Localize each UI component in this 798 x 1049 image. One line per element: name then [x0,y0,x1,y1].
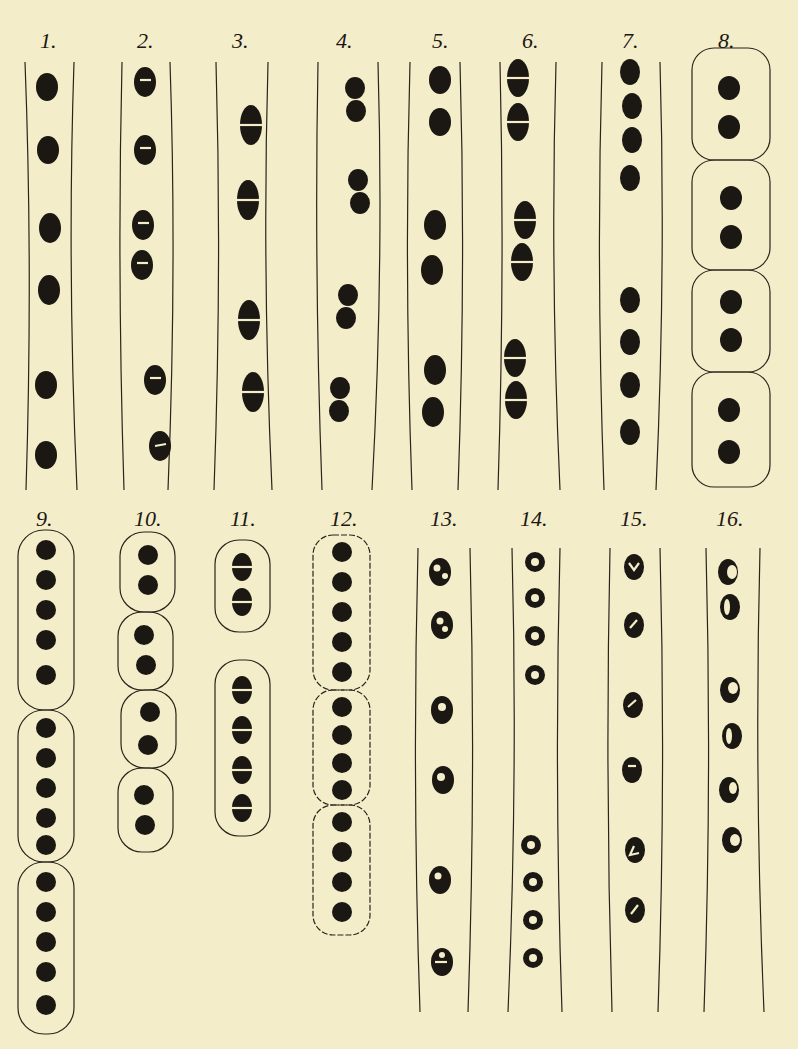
figure-label: 14. [520,506,548,532]
figure-number: 7. [622,28,639,53]
figure-number: 3. [232,28,249,53]
figure-label: 15. [620,506,648,532]
figure-label: 1. [40,28,57,54]
figure-label: 4. [336,28,353,54]
figure-label: 10. [134,506,162,532]
figure-number: 10. [134,506,162,531]
figure-number: 12. [330,506,358,531]
figure-number: 5. [432,28,449,53]
figure-number: 4. [336,28,353,53]
figure-label: 2. [137,28,154,54]
figure-number: 9. [36,506,53,531]
figure-label: 9. [36,506,53,532]
figure-number: 13. [430,506,458,531]
figure-label: 13. [430,506,458,532]
figure-number: 15. [620,506,648,531]
figure-number: 1. [40,28,57,53]
figure-label: 11. [230,506,256,532]
figure-label: 5. [432,28,449,54]
figure-number: 11. [230,506,256,531]
figure-number: 8. [718,28,735,53]
figure-label: 3. [232,28,249,54]
figure-number: 16. [716,506,744,531]
figure-label: 7. [622,28,639,54]
figure-label: 16. [716,506,744,532]
figure-label: 6. [522,28,539,54]
figure-label: 8. [718,28,735,54]
figure-number: 14. [520,506,548,531]
figure-label: 12. [330,506,358,532]
figure-number: 6. [522,28,539,53]
figure-number: 2. [137,28,154,53]
